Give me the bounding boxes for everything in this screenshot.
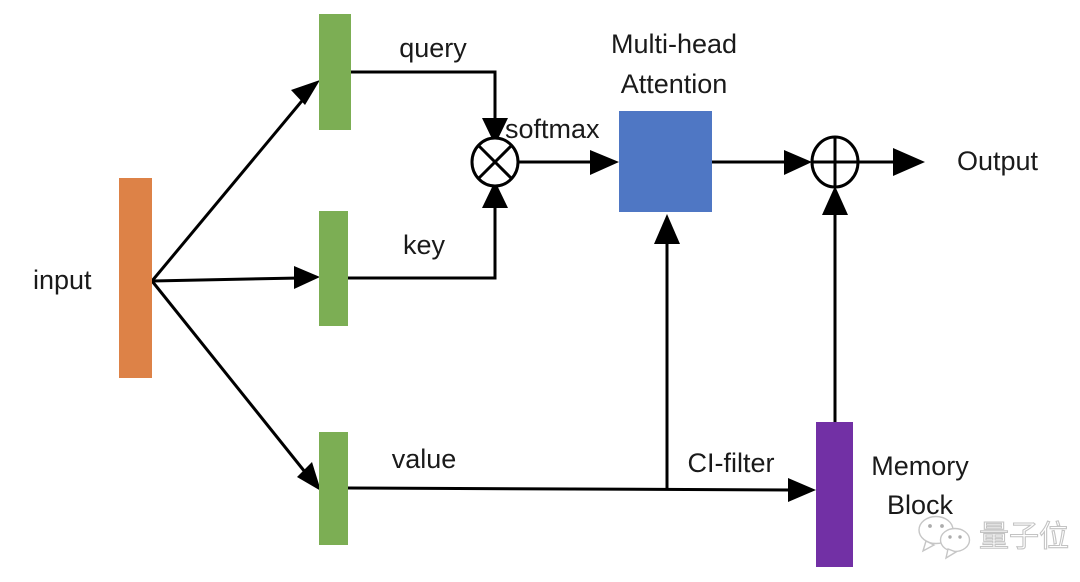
arrowhead-value-attention [654, 214, 680, 244]
edge-input-to-value [150, 280, 321, 491]
edge-value-to-memory [347, 478, 816, 502]
edge-key-to-matmul [348, 181, 508, 280]
label-multi-head-attention-line2: Attention [621, 69, 728, 99]
label-value: value [392, 444, 457, 474]
block-key-projection[interactable] [319, 211, 348, 326]
label-input: input [33, 265, 92, 295]
block-value-projection[interactable] [319, 432, 348, 545]
arrowhead-input-query [291, 80, 320, 105]
label-ci-filter: CI-filter [688, 448, 775, 478]
edge-query-to-matmul [351, 70, 508, 145]
wechat-logo-icon [918, 515, 971, 560]
arrowhead-matmul-attention [590, 150, 619, 175]
edge-input-to-key [151, 266, 320, 289]
edge-memory-to-add [822, 186, 848, 422]
arrowhead-input-value [297, 462, 321, 491]
arrowhead-query-matmul [482, 118, 508, 145]
label-softmax: softmax [505, 114, 600, 144]
label-output: Output [957, 146, 1039, 176]
label-memory-block-line1: Memory [871, 451, 969, 481]
edge-input-to-query [150, 80, 320, 282]
arrowhead-output [893, 148, 925, 176]
watermark: 量子位 [918, 515, 1070, 560]
edge-value-to-attention [654, 214, 680, 490]
label-memory-block-line2: Block [887, 490, 954, 520]
block-memory[interactable] [816, 422, 853, 567]
arrowhead-memory-add [822, 186, 848, 215]
watermark-text: 量子位 [979, 520, 1069, 555]
edge-matmul-to-attention [518, 150, 619, 175]
operator-multiply-icon[interactable] [470, 136, 520, 188]
operator-add-icon[interactable] [810, 135, 860, 189]
label-key: key [403, 230, 446, 260]
edge-attention-to-add [712, 150, 812, 175]
arrowhead-attention-add [784, 150, 812, 175]
block-multi-head-attention[interactable] [619, 111, 712, 212]
edge-add-to-output [858, 148, 925, 176]
arrowhead-value-memory [788, 478, 816, 502]
arrowhead-input-key [294, 266, 320, 289]
arrowhead-key-matmul [482, 181, 508, 208]
block-input[interactable] [119, 178, 152, 378]
label-query: query [399, 33, 467, 63]
label-multi-head-attention-line1: Multi-head [611, 29, 737, 59]
block-query-projection[interactable] [319, 14, 351, 130]
